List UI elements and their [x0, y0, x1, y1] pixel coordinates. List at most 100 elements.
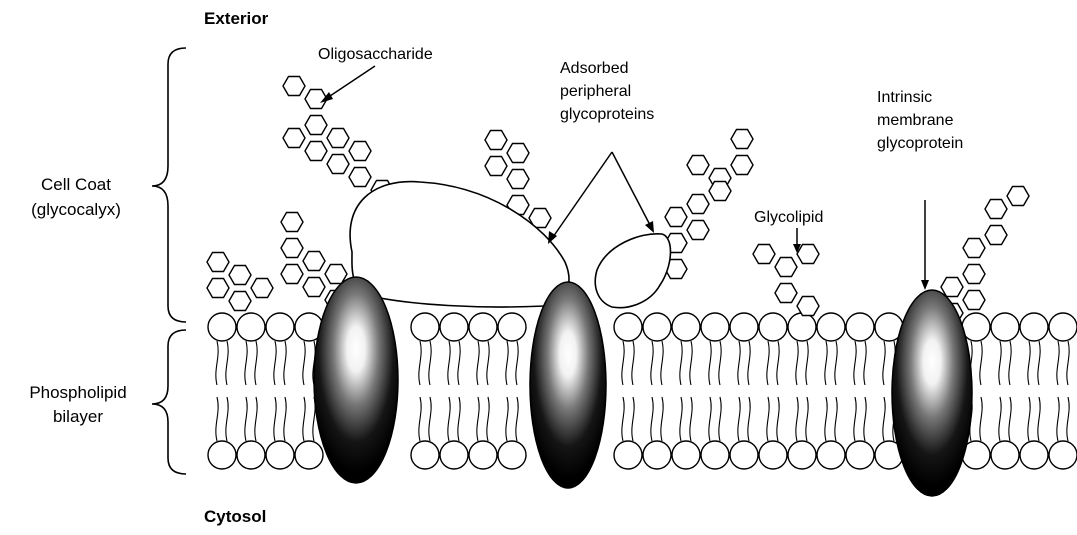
lipid-tail [835, 397, 837, 441]
sugar-ring [963, 291, 985, 310]
intrinsic-label-2: membrane [877, 112, 954, 129]
sugar-ring [797, 245, 819, 264]
lipid-tail [255, 397, 257, 441]
lipid-head [498, 441, 526, 469]
sugar-ring [507, 144, 529, 163]
peripheral-glycoprotein-small [595, 234, 670, 308]
intrinsic-label-3: glycoprotein [877, 135, 963, 152]
lipid-tail [303, 341, 305, 385]
phospholipid [469, 313, 497, 469]
sugar-ring [281, 265, 303, 284]
cytosol-label: Cytosol [204, 507, 266, 526]
lipid-tail [487, 341, 489, 385]
sugar-ring [327, 155, 349, 174]
sugar-ring [687, 195, 709, 214]
bilayer-brace [152, 330, 186, 474]
lipid-head [730, 441, 758, 469]
cell-coat-brace [152, 48, 186, 322]
lipid-tail [458, 341, 460, 385]
phospholipid [788, 313, 816, 469]
lipid-head [846, 313, 874, 341]
lipid-tail [719, 397, 721, 441]
sugar-ring [731, 156, 753, 175]
lipid-tail [506, 397, 508, 441]
lipid-tail [835, 341, 837, 385]
lipid-tail [777, 341, 779, 385]
lipid-tail [419, 341, 421, 385]
lipid-head [643, 441, 671, 469]
phospholipid [991, 313, 1019, 469]
lipid-tail [1067, 397, 1069, 441]
phospholipid [759, 313, 787, 469]
lipid-tail [419, 397, 421, 441]
lipid-tail [255, 341, 257, 385]
oligosaccharide-chain [283, 77, 393, 200]
lipid-tail [516, 341, 518, 385]
lipid-head [266, 441, 294, 469]
lipid-tail [980, 341, 982, 385]
sugar-ring [305, 116, 327, 135]
sugar-ring [985, 200, 1007, 219]
glycocalyx-label: (glycocalyx) [31, 200, 121, 219]
lipid-tail [477, 397, 479, 441]
lipid-tail [216, 341, 218, 385]
lipid-head [208, 441, 236, 469]
sugar-ring [665, 208, 687, 227]
lipid-head [411, 441, 439, 469]
lipid-tail [1028, 397, 1030, 441]
phospholipid [614, 313, 642, 469]
phospholipid [237, 313, 265, 469]
lipid-tail [767, 341, 769, 385]
phospholipid [498, 313, 526, 469]
lipid-tail [487, 397, 489, 441]
intrinsic-protein-middle [530, 282, 606, 488]
lipid-head [991, 313, 1019, 341]
lipid-head [266, 313, 294, 341]
lipid-tail [1028, 341, 1030, 385]
adsorbed-arrow-left [553, 152, 612, 237]
sugar-ring [485, 157, 507, 176]
lipid-tail [651, 341, 653, 385]
oligosaccharide-chain [207, 253, 273, 311]
sugar-ring [229, 292, 251, 311]
cell-coat-label: Cell Coat [41, 175, 111, 194]
lipid-head [440, 313, 468, 341]
sugar-ring [507, 170, 529, 189]
lipid-tail [806, 341, 808, 385]
lipid-tail [738, 341, 740, 385]
phospholipid [672, 313, 700, 469]
sugar-ring [303, 278, 325, 297]
lipid-head [701, 313, 729, 341]
sugar-ring [349, 168, 371, 187]
lipid-tail [1009, 397, 1011, 441]
lipid-head [1049, 313, 1077, 341]
peripheral-glycoprotein-large [350, 182, 569, 307]
phospholipid [266, 313, 294, 469]
lipid-tail [1057, 397, 1059, 441]
sugar-ring [963, 265, 985, 284]
phospholipid [1049, 313, 1077, 469]
lipid-tail [709, 397, 711, 441]
lipid-tail [980, 397, 982, 441]
lipid-tail [690, 397, 692, 441]
lipid-tail [864, 397, 866, 441]
sugar-ring [797, 297, 819, 316]
lipid-tail [854, 341, 856, 385]
lipid-head [1049, 441, 1077, 469]
lipid-tail [661, 341, 663, 385]
lipid-tail [661, 397, 663, 441]
lipid-tail [284, 341, 286, 385]
lipid-head [643, 313, 671, 341]
adsorbed-label-1: Adsorbed [560, 60, 629, 77]
intrinsic-label-1: Intrinsic [877, 89, 932, 106]
lipid-head [788, 313, 816, 341]
lipid-head [1020, 313, 1048, 341]
lipid-head [701, 441, 729, 469]
adsorbed-label-2: peripheral [560, 83, 631, 100]
lipid-tail [622, 341, 624, 385]
phospholipid [1020, 313, 1048, 469]
lipid-tail [883, 397, 885, 441]
sugar-ring [963, 239, 985, 258]
lipid-tail [303, 397, 305, 441]
sugar-ring [349, 142, 371, 161]
